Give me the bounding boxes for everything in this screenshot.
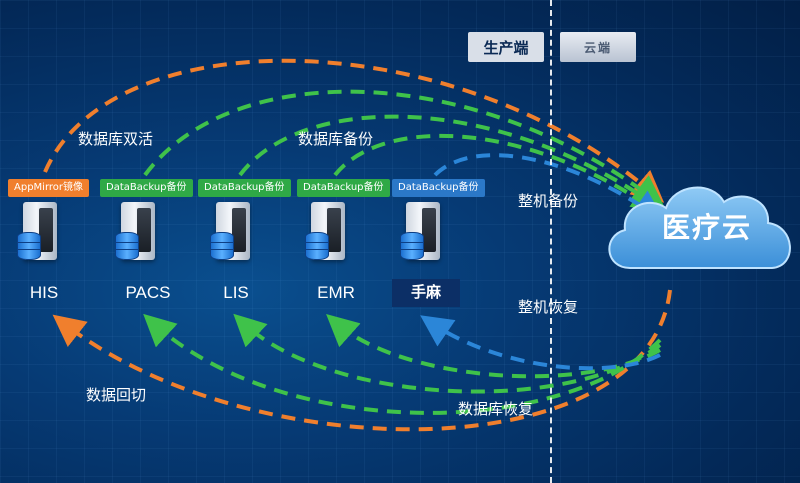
- cloud-side-label: 云端: [560, 32, 636, 62]
- production-side-label: 生产端: [468, 32, 544, 62]
- label-db-active-active: 数据库双活: [78, 130, 154, 148]
- arrow-lis-backup: [238, 114, 665, 212]
- arrow-shouma-backup: [433, 153, 665, 222]
- label-data-failback: 数据回切: [86, 386, 147, 404]
- system-label-emr: EMR: [317, 283, 355, 302]
- cloud-icon: [608, 186, 791, 269]
- label-db-restore: 数据库恢复: [458, 400, 534, 418]
- tag-his: AppMirror镜像: [8, 179, 89, 197]
- label-db-backup: 数据库备份: [298, 130, 374, 148]
- system-label-shouma: 手麻: [392, 279, 460, 307]
- label-machine-backup: 整机备份: [518, 192, 579, 210]
- label-machine-restore: 整机恢复: [518, 298, 579, 316]
- server-icon-emr: [305, 202, 347, 264]
- arrow-shouma-restore: [420, 315, 661, 371]
- system-label-his: HIS: [29, 283, 59, 302]
- tag-shouma: DataBackup备份: [392, 179, 485, 197]
- server-icon-shouma: [400, 202, 442, 264]
- medical-cloud: 医疗云: [600, 168, 800, 290]
- arrow-his-mirror: [43, 58, 665, 203]
- arrow-pacs-backup: [143, 89, 665, 208]
- system-label-lis: LIS: [223, 283, 249, 302]
- cloud-label: 医疗云: [662, 211, 753, 244]
- tag-emr: DataBackup备份: [297, 179, 390, 197]
- system-label-pacs: PACS: [125, 283, 171, 302]
- server-icon-his: [17, 202, 59, 264]
- server-icon-pacs: [115, 202, 157, 264]
- production-cloud-divider: [550, 0, 552, 483]
- arrow-emr-backup: [333, 133, 665, 217]
- server-icon-lis: [210, 202, 252, 264]
- tag-pacs: DataBackup备份: [100, 179, 193, 197]
- arrow-lis-restore: [233, 313, 662, 394]
- arrow-pacs-restore: [143, 313, 662, 415]
- arrow-emr-restore: [326, 314, 661, 379]
- tag-lis: DataBackup备份: [198, 179, 291, 197]
